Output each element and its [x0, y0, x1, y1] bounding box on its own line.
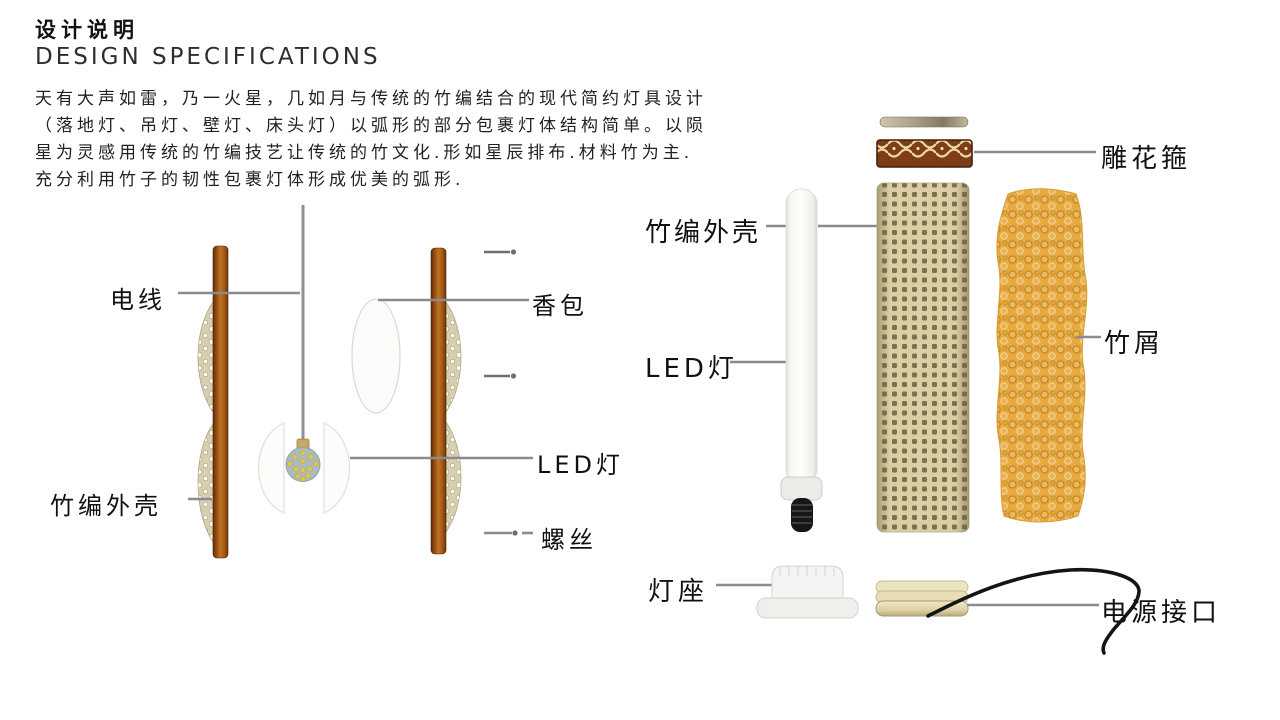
description-line: 星为灵感用传统的竹编技艺让传统的竹文化.形如星辰排布.材料竹为主. — [35, 143, 694, 163]
design-description: 天有大声如雷，乃一火星，几如月与传统的竹编结合的现代简约灯具设计 （落地灯、吊灯… — [35, 86, 715, 194]
label-screw: 螺丝 — [541, 526, 597, 554]
screw-head-dot — [510, 373, 517, 379]
label-power-connector: 电源接口 — [1101, 598, 1222, 628]
label-sachet: 香包 — [532, 292, 588, 320]
screw-head-dot — [510, 249, 517, 255]
sachet-shape — [351, 298, 401, 414]
led-chips — [287, 450, 319, 482]
base-skirt — [756, 597, 859, 619]
bamboo-strip-left — [212, 245, 229, 559]
perforated-shell-shading — [877, 183, 969, 532]
description-line: 充分利用竹子的韧性包裹灯体形成优美的弧形. — [35, 170, 465, 190]
bamboo-weave-bulge — [197, 422, 214, 544]
bamboo-weave-bulge — [445, 420, 462, 534]
label-led-left: LED灯 — [537, 451, 625, 479]
screw-socket — [791, 498, 813, 532]
description-line: 天有大声如雷，乃一火星，几如月与传统的竹编结合的现代简约灯具设计 — [35, 89, 707, 109]
led-tube — [785, 188, 818, 485]
page-title-en: DESIGN SPECIFICATIONS — [35, 44, 381, 70]
description-line: （落地灯、吊灯、壁灯、床头灯）以弧形的部分包裹灯体结构简单。以陨 — [35, 116, 707, 136]
label-shell-left: 竹编外壳 — [50, 492, 162, 520]
coiled-ring-disc — [875, 580, 969, 617]
label-carved-hoop: 雕花箍 — [1101, 144, 1192, 174]
leader-lines-left — [178, 291, 533, 535]
screw-mark-heads — [510, 249, 518, 536]
bamboo-weave-bulge — [445, 300, 462, 414]
table-lamp-diagram — [716, 116, 1141, 655]
power-cord — [926, 567, 1141, 655]
socket-threads — [792, 504, 812, 524]
base-cap-ribs — [779, 566, 835, 576]
bamboo-strip-right — [430, 247, 447, 555]
screw-marks — [484, 250, 510, 378]
label-wire: 电线 — [110, 286, 166, 314]
label-shavings: 竹屑 — [1104, 329, 1165, 359]
label-led-right: LED灯 — [645, 354, 738, 384]
label-shell-right: 竹编外壳 — [645, 218, 762, 248]
carved-hoop — [876, 139, 973, 168]
page-title-zh: 设计说明 — [35, 18, 139, 42]
tube-collar — [780, 476, 823, 501]
top-ring-bar — [879, 116, 969, 128]
diffuser-dome-left — [257, 422, 285, 514]
bamboo-weave-bulge — [197, 300, 214, 414]
screw-head-dot — [512, 530, 518, 536]
bamboo-shavings-strip — [996, 188, 1088, 523]
pendant-lamp-diagram — [178, 205, 533, 559]
label-base: 灯座 — [648, 577, 709, 607]
diffuser-dome-right — [323, 422, 351, 514]
